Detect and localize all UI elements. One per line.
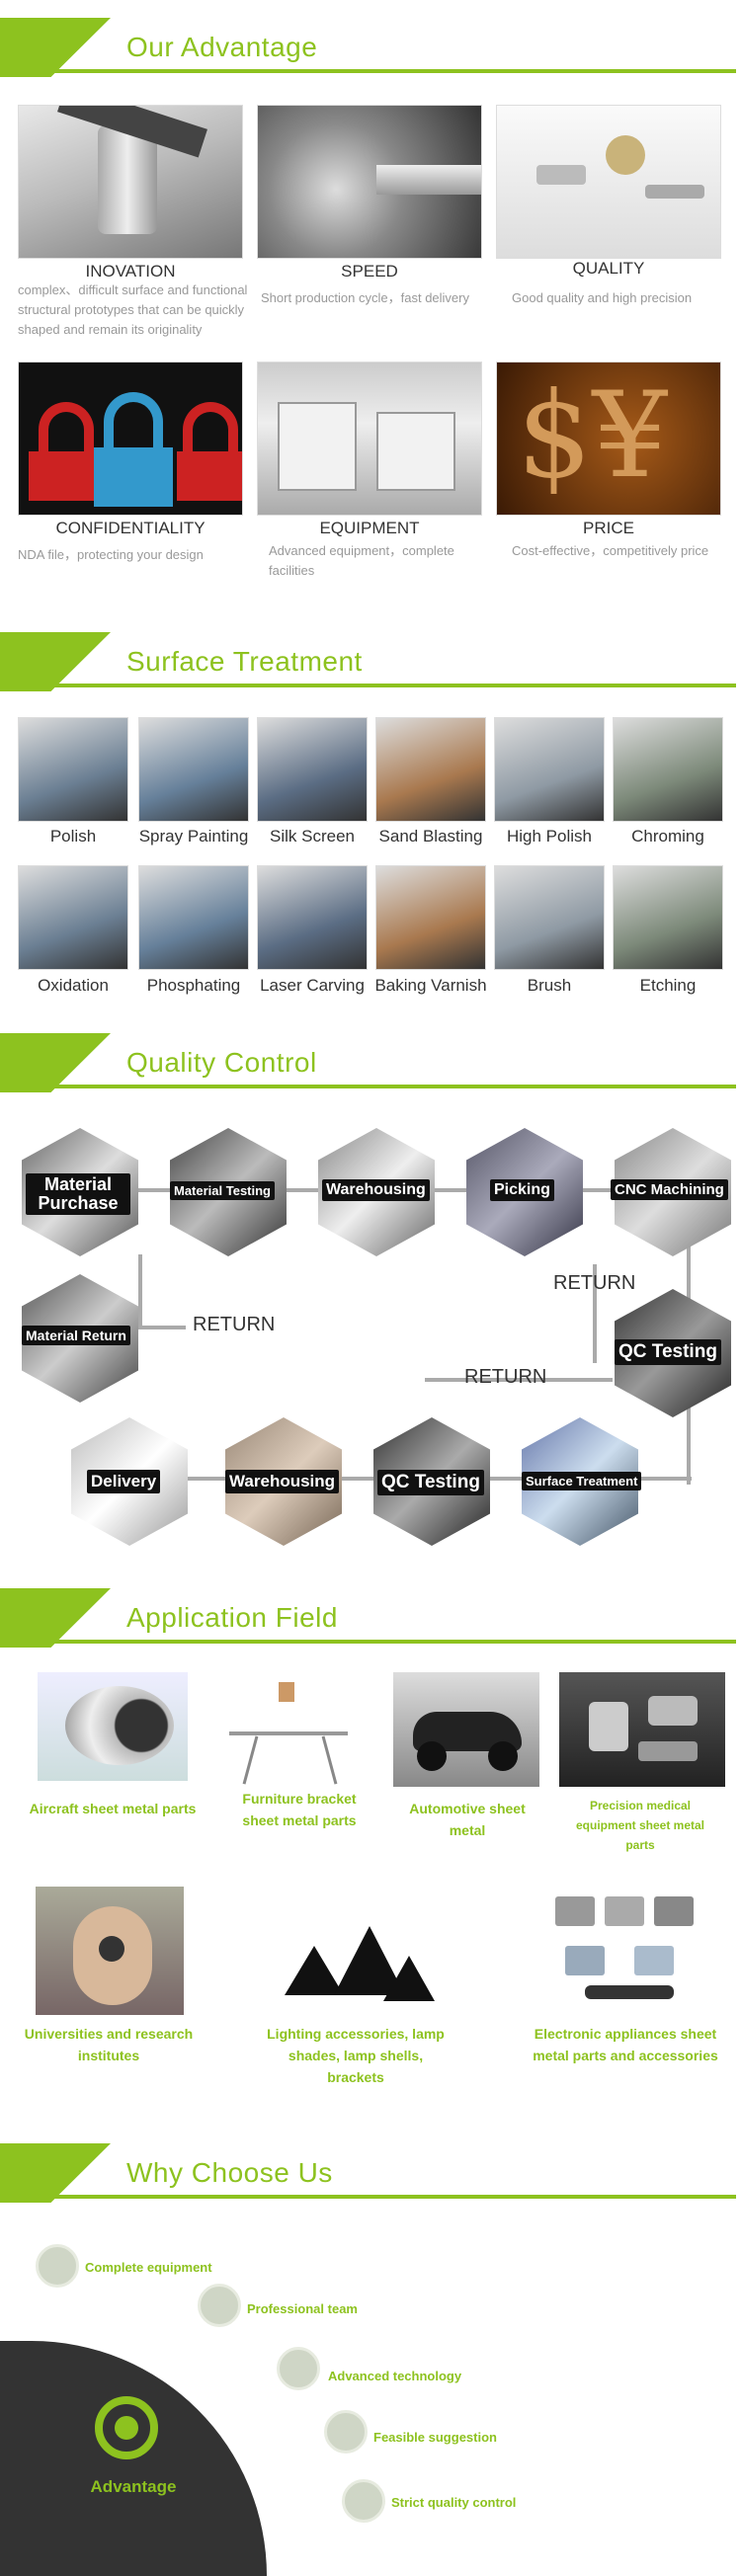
- surface-photo-10: [494, 865, 605, 970]
- surface-photo-5: [613, 717, 723, 822]
- advantage-title-3: CONFIDENTIALITY: [55, 519, 206, 537]
- price-photo: $¥: [496, 362, 721, 516]
- app-label-4: Universities and research institutes: [24, 2026, 194, 2063]
- flow-line-return1b: [138, 1326, 186, 1329]
- surface-photo-11: [613, 865, 723, 970]
- confidentiality-photo: [18, 362, 243, 516]
- section-header-why: Why Choose Us: [0, 2143, 736, 2203]
- surface-label-11: Etching: [639, 976, 697, 995]
- surface-photo-8: [257, 865, 368, 970]
- surface-photo-7: [138, 865, 249, 970]
- surface-label-1: Spray Painting: [138, 827, 249, 845]
- surface-photo-4: [494, 717, 605, 822]
- advantage-title-1: SPEED: [341, 262, 398, 281]
- surface-label-0: Polish: [49, 827, 97, 845]
- app-label-6: Electronic appliances sheet metal parts …: [533, 2026, 718, 2063]
- surface-photo-9: [375, 865, 486, 970]
- section-header-advantage: Our Advantage: [0, 18, 736, 77]
- qc-return-1: RETURN: [193, 1314, 276, 1335]
- advantage-title-4: EQUIPMENT: [319, 519, 420, 537]
- speed-photo: [257, 105, 482, 259]
- section-title: Why Choose Us: [126, 2157, 333, 2188]
- section-title: Application Field: [126, 1602, 338, 1633]
- app-label-1: Furniture bracket sheet metal parts: [242, 1791, 357, 1828]
- equipment-photo: [257, 362, 482, 516]
- inovation-photo: [18, 105, 243, 259]
- quality-control-icon: [342, 2479, 385, 2523]
- quality-photo: [496, 105, 721, 259]
- advantage-desc-5: Cost-effective，competitively price: [512, 543, 709, 558]
- app-label-0: Aircraft sheet metal parts: [29, 1801, 197, 1816]
- section-title: Quality Control: [126, 1047, 317, 1078]
- advantage-title-0: INOVATION: [85, 262, 176, 281]
- surface-label-3: Sand Blasting: [378, 827, 483, 845]
- why-item-2: Advanced technology: [328, 2369, 462, 2383]
- section-header-quality: Quality Control: [0, 1033, 736, 1092]
- qc-label-cnc: CNC Machining: [611, 1179, 728, 1200]
- advantage-desc-3: NDA file，protecting your design: [18, 547, 204, 562]
- flow-line-return3: [425, 1378, 613, 1382]
- surface-label-2: Silk Screen: [270, 827, 355, 845]
- qc-label-qc-testing-2: QC Testing: [377, 1470, 484, 1495]
- surface-label-9: Baking Varnish: [374, 976, 487, 995]
- surface-label-4: High Polish: [507, 827, 592, 845]
- section-header-surface: Surface Treatment: [0, 632, 736, 691]
- qc-label-material-testing: Material Testing: [170, 1181, 276, 1200]
- qc-label-picking: Picking: [490, 1179, 554, 1201]
- why-item-1: Professional team: [247, 2301, 358, 2316]
- app-photo-electronics: [545, 1887, 713, 2015]
- qc-label-material-purchase: Material Purchase: [26, 1173, 130, 1215]
- surface-label-10: Brush: [527, 976, 572, 995]
- app-photo-universities: [36, 1887, 184, 2015]
- why-badge-label: Advantage: [90, 2477, 177, 2496]
- advantage-desc-0: complex、difficult surface and functional…: [18, 282, 248, 337]
- advantage-title-5: PRICE: [583, 519, 634, 537]
- app-label-2: Automotive sheet metal: [409, 1801, 526, 1838]
- surface-photo-0: [18, 717, 128, 822]
- surface-photo-1: [138, 717, 249, 822]
- surface-photo-2: [257, 717, 368, 822]
- qc-label-material-return: Material Return: [22, 1326, 130, 1345]
- surface-label-8: Laser Carving: [260, 976, 365, 995]
- qc-label-qc-testing-1: QC Testing: [615, 1339, 721, 1365]
- app-photo-aircraft: [38, 1672, 188, 1781]
- technology-icon: [277, 2347, 320, 2390]
- qc-return-3: RETURN: [464, 1366, 547, 1388]
- section-title: Our Advantage: [126, 32, 318, 62]
- advantage-desc-4: Advanced equipment，complete facilities: [269, 543, 454, 578]
- surface-label-7: Phosphating: [146, 976, 241, 995]
- flow-line-return1: [138, 1254, 142, 1329]
- app-photo-lighting: [275, 1887, 435, 2015]
- surface-photo-6: [18, 865, 128, 970]
- surface-photo-3: [375, 717, 486, 822]
- app-label-3: Precision medical equipment sheet metal …: [575, 1799, 705, 1852]
- app-label-5: Lighting accessories, lamp shades, lamp …: [267, 2026, 445, 2085]
- advantage-desc-2: Good quality and high precision: [512, 290, 693, 305]
- why-item-0: Complete equipment: [85, 2260, 212, 2275]
- qc-label-warehousing-2: Warehousing: [225, 1470, 340, 1493]
- surface-label-6: Oxidation: [38, 976, 109, 995]
- advantage-title-2: QUALITY: [572, 259, 645, 278]
- suggestion-icon: [324, 2410, 368, 2454]
- target-icon: [95, 2396, 158, 2459]
- flow-line-return2: [593, 1264, 597, 1363]
- app-photo-medical: [559, 1672, 725, 1787]
- team-icon: [198, 2284, 241, 2327]
- app-photo-furniture: [209, 1672, 360, 1797]
- qc-label-warehousing-1: Warehousing: [322, 1179, 430, 1201]
- equipment-icon: [36, 2244, 79, 2288]
- why-item-4: Strict quality control: [391, 2495, 517, 2510]
- why-item-3: Feasible suggestion: [373, 2430, 497, 2445]
- advantage-desc-1: Short production cycle，fast delivery: [261, 290, 469, 305]
- qc-label-delivery: Delivery: [87, 1470, 161, 1493]
- app-photo-automotive: [393, 1672, 539, 1787]
- surface-label-5: Chroming: [631, 827, 704, 845]
- qc-label-surface-treatment: Surface Treatment: [522, 1472, 642, 1490]
- qc-return-2: RETURN: [553, 1272, 636, 1294]
- section-title: Surface Treatment: [126, 646, 363, 677]
- section-header-application: Application Field: [0, 1588, 736, 1648]
